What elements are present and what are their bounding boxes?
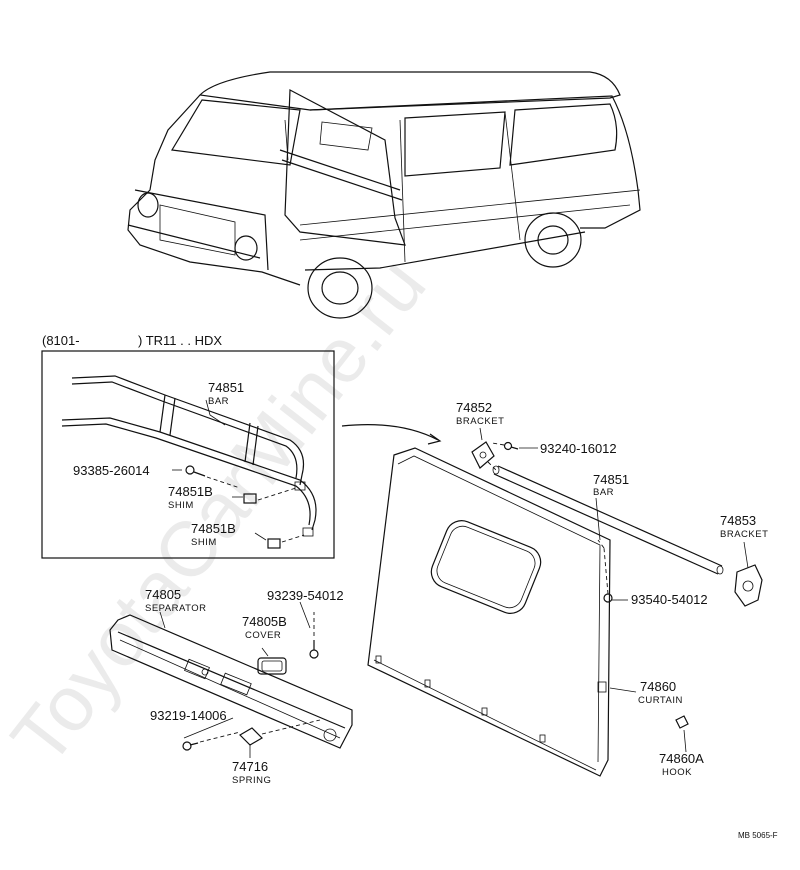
svg-text:SPRING: SPRING — [232, 775, 271, 786]
svg-text:SEPARATOR: SEPARATOR — [145, 603, 207, 614]
arrow-head — [427, 433, 442, 445]
svg-text:BRACKET: BRACKET — [456, 416, 504, 427]
svg-text:CURTAIN: CURTAIN — [638, 695, 683, 706]
part-label-bar-main[interactable]: 74851 BAR — [593, 472, 629, 498]
svg-text:74851B: 74851B — [191, 521, 236, 536]
reference-arrow — [341, 424, 439, 441]
bar-inset-drawing — [61, 375, 317, 537]
svg-text:74716: 74716 — [232, 759, 268, 774]
shim-2-drawing — [267, 534, 305, 549]
svg-text:93385-26014: 93385-26014 — [73, 463, 150, 478]
bracket-right-drawing — [734, 564, 763, 607]
part-label-screw-lower[interactable]: 93219-14006 — [150, 708, 227, 723]
svg-text:BRACKET: BRACKET — [720, 529, 768, 540]
svg-text:93239-54012: 93239-54012 — [267, 588, 344, 603]
part-label-cover[interactable]: 74805B COVER — [242, 614, 287, 641]
svg-text:93540-54012: 93540-54012 — [631, 592, 708, 607]
spring-drawing — [239, 719, 321, 746]
svg-text:74851: 74851 — [593, 472, 629, 487]
inset-frame — [41, 350, 335, 559]
screw-separator-drawing — [309, 612, 319, 659]
svg-text:74805B: 74805B — [242, 614, 287, 629]
part-label-bar-inset[interactable]: 74851 BAR — [208, 380, 244, 407]
screw-curtain-drawing — [597, 539, 613, 603]
part-label-bracket-right[interactable]: 74853 BRACKET — [720, 513, 768, 540]
svg-text:74851B: 74851B — [168, 484, 213, 499]
svg-text:74805: 74805 — [145, 587, 181, 602]
part-label-curtain[interactable]: 74860 CURTAIN — [638, 679, 683, 706]
svg-text:COVER: COVER — [245, 630, 281, 641]
svg-text:93219-14006: 93219-14006 — [150, 708, 227, 723]
svg-text:74860A: 74860A — [659, 751, 704, 766]
svg-text:93240-16012: 93240-16012 — [540, 441, 617, 456]
part-label-screw-bracket[interactable]: 93240-16012 — [540, 441, 617, 456]
hook-drawing — [675, 715, 689, 729]
separator-drawing — [109, 614, 353, 749]
part-label-shim-1[interactable]: 74851B SHIM — [168, 484, 213, 511]
shim-1-drawing — [243, 487, 297, 504]
part-label-hook[interactable]: 74860A HOOK — [659, 751, 704, 778]
applicability-code: (8101- — [42, 333, 80, 348]
svg-text:SHIM: SHIM — [191, 537, 217, 548]
svg-text:74852: 74852 — [456, 400, 492, 415]
part-label-screw-separator[interactable]: 93239-54012 — [267, 588, 344, 603]
bar-main-drawing — [492, 465, 724, 575]
svg-text:74853: 74853 — [720, 513, 756, 528]
bolt-inset-drawing — [185, 465, 241, 489]
leader-lines — [159, 399, 749, 758]
svg-text:74860: 74860 — [640, 679, 676, 694]
svg-text:HOOK: HOOK — [662, 767, 692, 778]
screw-lower-drawing — [182, 731, 241, 751]
svg-text:SHIM: SHIM — [168, 500, 194, 511]
part-label-spring[interactable]: 74716 SPRING — [232, 759, 271, 786]
part-label-separator[interactable]: 74805 SEPARATOR — [145, 587, 207, 614]
part-label-screw-curtain[interactable]: 93540-54012 — [631, 592, 708, 607]
cover-drawing — [257, 657, 287, 675]
part-label-shim-2[interactable]: 74851B SHIM — [191, 521, 236, 548]
part-label-bracket-top[interactable]: 74852 BRACKET — [456, 400, 504, 427]
svg-text:BAR: BAR — [208, 396, 229, 407]
bracket-top-drawing — [471, 441, 497, 471]
curtain-drawing — [367, 447, 611, 777]
svg-text:74851: 74851 — [208, 380, 244, 395]
part-label-bolt-inset[interactable]: 93385-26014 — [73, 463, 150, 478]
diagram-code: MB 5065-F — [738, 831, 778, 840]
svg-text:BAR: BAR — [593, 487, 614, 498]
screw-bracket-drawing — [491, 441, 519, 451]
van-illustration — [127, 71, 641, 319]
model-code: ) TR11 . . HDX — [138, 333, 222, 348]
watermark: ToyotaCarMine.ru — [0, 241, 442, 780]
